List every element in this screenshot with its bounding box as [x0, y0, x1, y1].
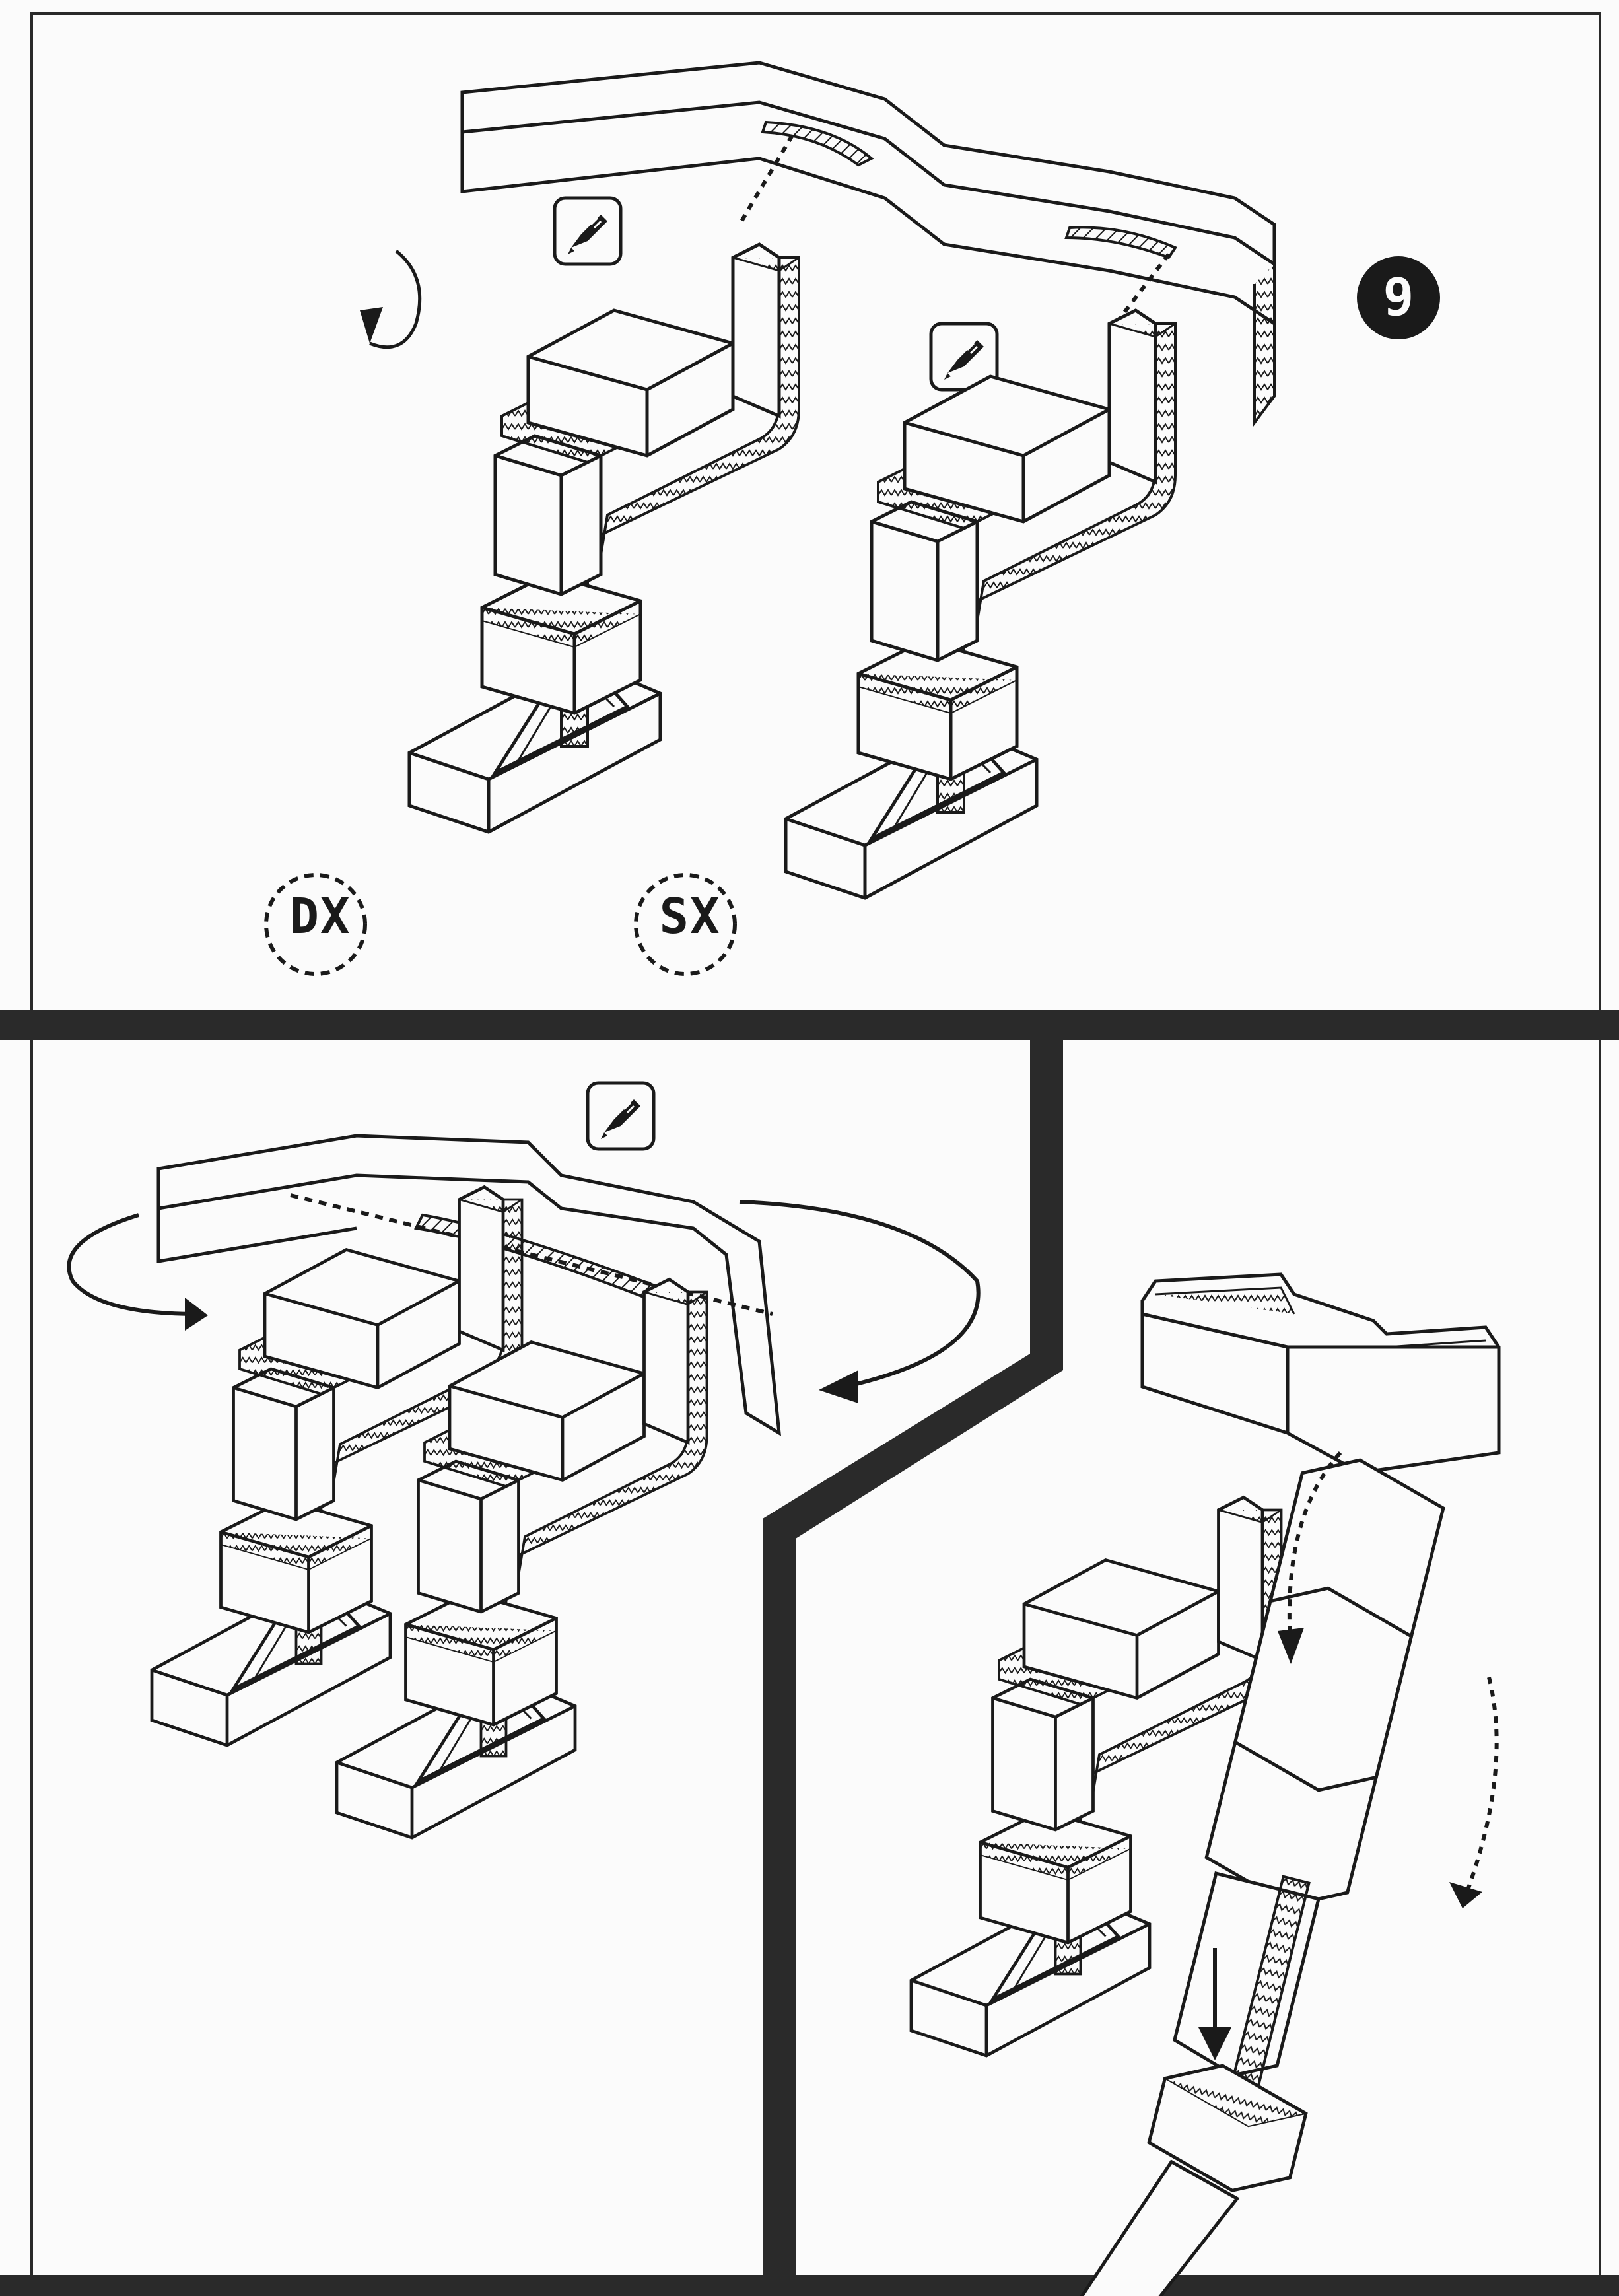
panel-divider-slanted [763, 1040, 1063, 2285]
curved-arrow-icon [67, 1213, 199, 1316]
step-number-badge: 9 [1357, 256, 1440, 339]
leg-swinging [1060, 1458, 1445, 2296]
curved-arrow-icon [1287, 1451, 1342, 1652]
curved-arrow-icon [1464, 1677, 1499, 1896]
top-panel [264, 61, 1276, 976]
rotate-arrow-icon [369, 250, 422, 349]
dx-badge-ring [264, 873, 367, 976]
slot-right [1064, 226, 1177, 260]
bottom-left-panel [67, 1083, 981, 1838]
frame-block [1140, 1272, 1501, 1475]
glue-icon [588, 1083, 654, 1149]
frame-piece [156, 1134, 782, 1436]
page-border [30, 12, 1601, 2286]
panel-divider-bottom [0, 2275, 1619, 2296]
dotted-guide-line [738, 134, 794, 226]
panel-divider-horizontal [0, 1010, 1619, 1040]
curved-arrow-icon [739, 1200, 981, 1389]
right-leg-sx [786, 310, 1175, 898]
sx-badge-ring [634, 873, 737, 976]
bottom-right-panel [911, 1272, 1501, 2296]
left-leg-dx [409, 244, 799, 832]
left-leg-label: SX [659, 888, 721, 945]
glue-icon [555, 198, 621, 264]
right-leg-label: DX [289, 888, 351, 945]
dotted-guide-line [1114, 253, 1171, 325]
